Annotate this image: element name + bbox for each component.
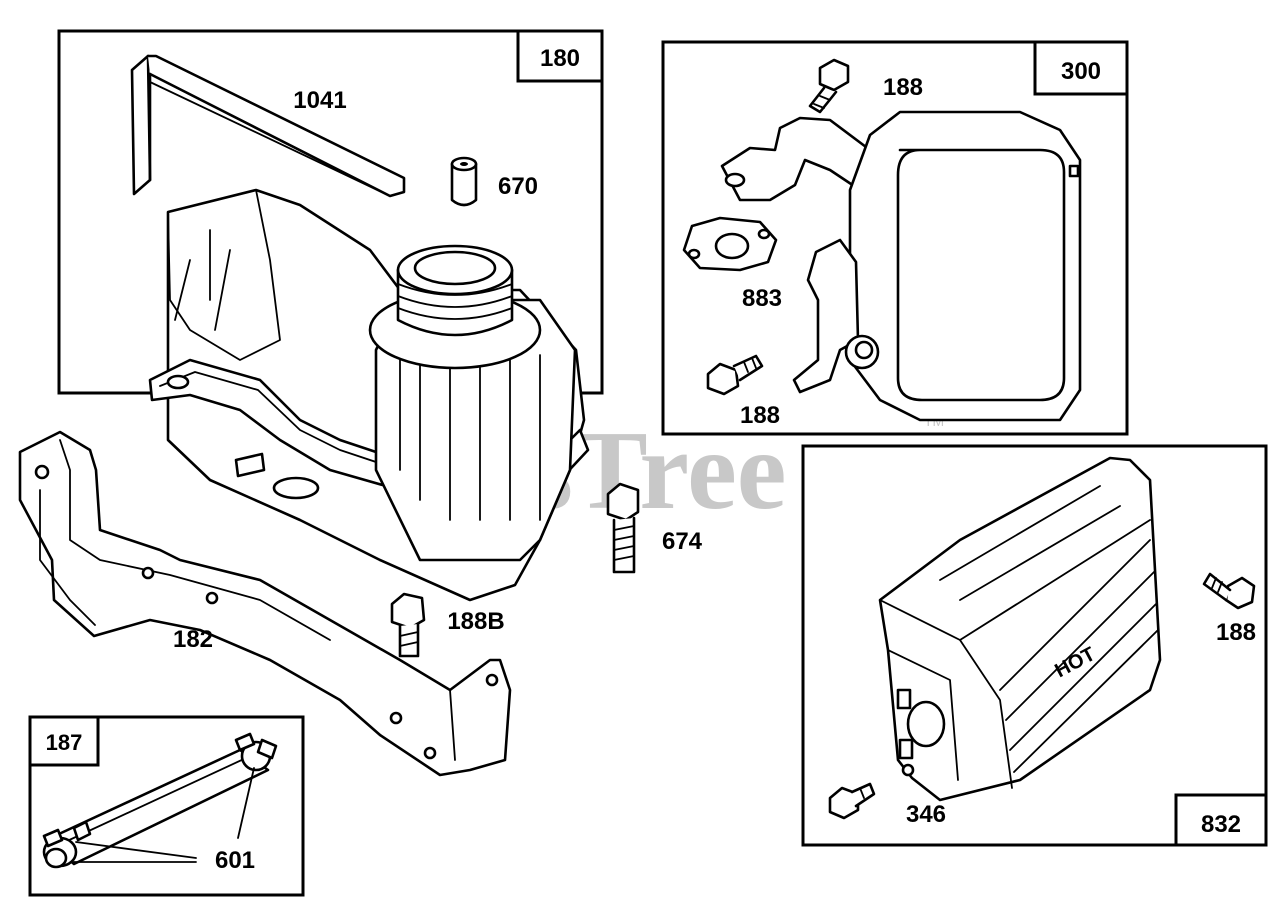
box-label-180: 180 (540, 45, 580, 72)
label-188-right: 188 (1216, 619, 1256, 646)
screw-346-part (828, 782, 876, 820)
bracket-part (18, 430, 512, 777)
kit-box-187 (28, 715, 305, 897)
label-188b: 188B (447, 608, 504, 635)
box-label-832: 832 (1201, 811, 1241, 838)
fuel-line-part (42, 732, 278, 869)
dipstick-part (130, 54, 406, 198)
screw-188b-part (390, 592, 426, 658)
label-670: 670 (498, 173, 538, 200)
box-label-300: 300 (1061, 58, 1101, 85)
screw-188-right-part (1202, 572, 1256, 610)
label-601: 601 (215, 847, 255, 874)
label-182: 182 (173, 626, 213, 653)
bushing-part (450, 156, 478, 207)
muffler-part (720, 110, 1082, 422)
gasket-part (682, 216, 778, 272)
screw-674-part (606, 482, 640, 574)
oil-tank-part (148, 188, 590, 602)
box-label-187: 187 (46, 730, 83, 755)
label-188-bottom: 188 (740, 402, 780, 429)
muffler-guard-part (878, 456, 1162, 802)
label-674: 674 (662, 528, 703, 555)
label-883: 883 (742, 285, 782, 312)
label-1041: 1041 (293, 87, 346, 114)
label-346: 346 (906, 801, 946, 828)
screw-188-top-part (808, 58, 850, 114)
screw-188-bottom-part (706, 354, 764, 396)
kit-box-832 (801, 444, 1268, 847)
label-188-top: 188 (883, 74, 923, 101)
kit-box-300 (661, 40, 1129, 436)
